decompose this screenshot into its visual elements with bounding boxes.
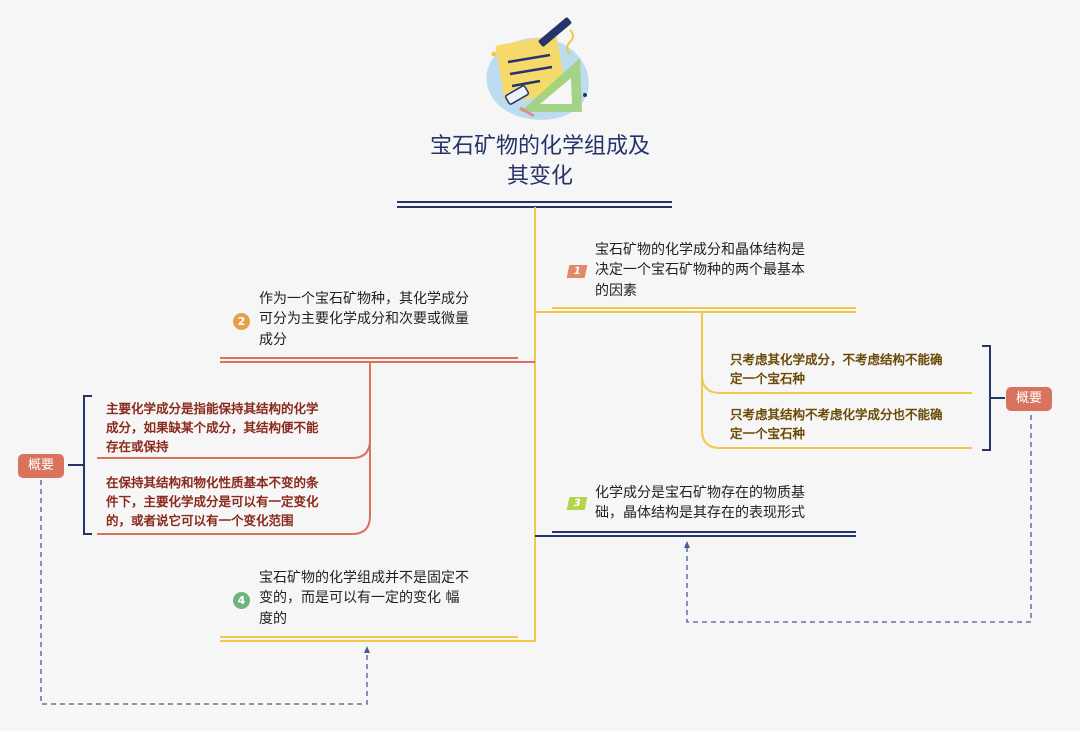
branch-2-number-badge: 2 [233,313,250,330]
branch-1-number-badge: 1 [566,265,588,278]
summary-label-left[interactable]: 概要 [18,454,65,478]
branch-4-number-badge: 4 [233,592,250,609]
notepad-illustration-icon [486,17,589,120]
map-title: 宝石矿物的化学组成及 其变化 [429,134,650,189]
sub-topic-left-1[interactable]: 主要化学成分是指能保持其结构的化学 成分，如果缺某个成分，其结构便不能 存在或保… [106,401,319,454]
branch-3-text[interactable]: 化学成分是宝石矿物存在的物质基 础，晶体结构是其存在的表现形式 [595,485,805,522]
branch-2-text[interactable]: 作为一个宝石矿物种，其化学成分 可分为主要化学成分和次要或微量 成分 [259,291,469,348]
summary-label-right[interactable]: 概要 [1006,387,1053,411]
branch-4-text[interactable]: 宝石矿物的化学组成并不是固定不 变的，而是可以有一定的变化 幅 度的 [259,570,469,627]
sub-topic-left-2[interactable]: 在保持其结构和物化性质基本不变的条 件下，主要化学成分是可以有一定变化 的，或者… [106,475,319,528]
sub-topic-right-1[interactable]: 只考虑其化学成分，不考虑结构不能确 定一个宝石种 [730,352,943,386]
branch-3-number-badge: 3 [566,497,588,510]
sub-topic-right-2[interactable]: 只考虑其结构不考虑化学成分也不能确 定一个宝石种 [730,407,943,441]
branch-1-text[interactable]: 宝石矿物的化学成分和晶体结构是 决定一个宝石矿物种的两个最基本 的因素 [595,242,805,299]
